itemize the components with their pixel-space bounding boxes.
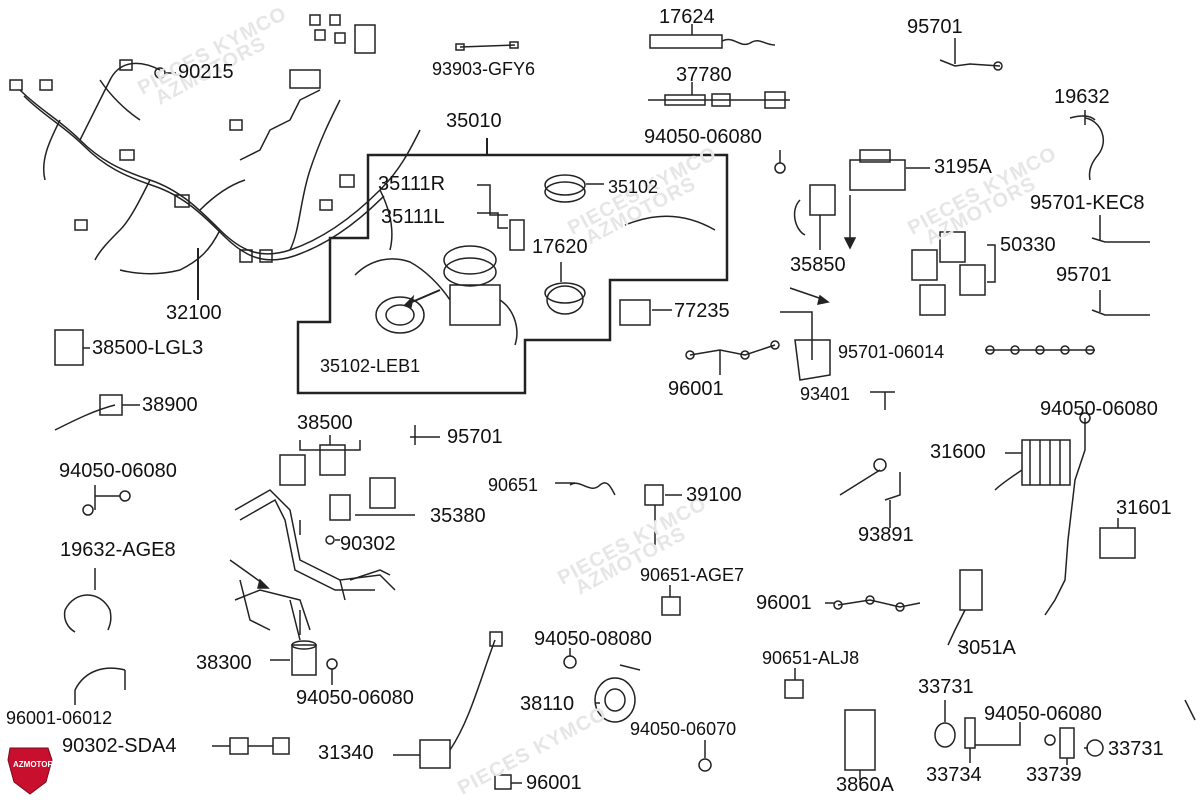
part-label-94050-06080-top: 94050-06080	[644, 126, 762, 148]
part-label-95701-kec8: 95701-KEC8	[1030, 192, 1145, 214]
part-label-37780: 37780	[676, 64, 732, 86]
part-label-35850: 35850	[790, 254, 846, 276]
assembly-outline-35010	[296, 153, 729, 395]
part-label-3860a: 3860A	[836, 774, 894, 796]
azmotors-logo	[7, 747, 53, 795]
part-label-50330: 50330	[1000, 234, 1056, 256]
part-label-38500: 38500	[297, 412, 353, 434]
part-label-35380: 35380	[430, 505, 486, 527]
part-label-33731-b: 33731	[1108, 738, 1164, 760]
part-label-96001-c: 96001	[526, 772, 582, 794]
part-label-17620: 17620	[532, 236, 588, 258]
part-label-77235: 77235	[674, 300, 730, 322]
part-label-94050-06070: 94050-06070	[630, 719, 737, 739]
part-label-95701-06014: 95701-06014	[838, 342, 945, 362]
part-label-31340: 31340	[318, 742, 374, 764]
part-label-35102: 35102	[608, 177, 659, 197]
part-label-95701-mid: 95701	[1056, 264, 1112, 286]
part-label-19632-age8: 19632-AGE8	[60, 539, 176, 561]
part-label-3195a: 3195A	[934, 156, 992, 178]
screw-row-drawing	[985, 345, 1095, 355]
ignition-switch-drawing	[354, 174, 716, 346]
part-label-95701-top: 95701	[907, 16, 963, 38]
part-label-94050-06080-left: 94050-06080	[59, 460, 177, 482]
part-label-94050-06080-right: 94050-06080	[1040, 398, 1158, 420]
part-label-32100: 32100	[166, 302, 222, 324]
part-label-90215: 90215	[178, 61, 234, 83]
part-label-35102-leb1: 35102-LEB1	[320, 356, 421, 376]
part-label-38300: 38300	[196, 652, 252, 674]
part-label-95701-left: 95701	[447, 426, 503, 448]
part-label-94050-06080-br: 94050-06080	[984, 703, 1102, 725]
part-label-90651-age7: 90651-AGE7	[640, 565, 745, 585]
part-label-33734: 33734	[926, 764, 982, 786]
part-label-38110: 38110	[520, 693, 575, 715]
part-label-35111r: 35111R	[378, 173, 446, 195]
part-label-33731-a: 33731	[918, 676, 974, 698]
part-label-90302: 90302	[340, 533, 396, 555]
part-label-38500-lgl3: 38500-LGL3	[92, 337, 204, 359]
part-label-96001-a: 96001	[668, 378, 724, 400]
part-label-35111l: 35111L	[381, 206, 445, 228]
wiring-harness-drawing	[9, 14, 421, 300]
part-label-31601: 31601	[1116, 497, 1172, 519]
part-label-90651: 90651	[488, 475, 539, 495]
part-label-3051a: 3051A	[958, 637, 1016, 659]
part-label-19632: 19632	[1054, 86, 1110, 108]
part-label-93401: 93401	[800, 384, 851, 404]
frame-bracket-drawing	[229, 489, 396, 641]
part-label-93903-gfy6: 93903-GFY6	[432, 59, 536, 79]
part-label-96001-06012: 96001-06012	[6, 708, 113, 728]
part-label-93891: 93891	[858, 524, 914, 546]
part-label-96001-b: 96001	[756, 592, 812, 614]
logo-text: AZMOTORS	[13, 760, 59, 769]
part-label-90302-sda4: 90302-SDA4	[62, 735, 177, 757]
part-label-33739: 33739	[1026, 764, 1082, 786]
part-label-94050-06080-bottom: 94050-06080	[296, 687, 414, 709]
part-label-31600: 31600	[930, 441, 986, 463]
part-label-94050-08080: 94050-08080	[534, 628, 652, 650]
part-label-90651-alj8: 90651-ALJ8	[762, 648, 860, 668]
part-label-39100: 39100	[686, 484, 742, 506]
part-label-38900: 38900	[142, 394, 198, 416]
part-label-17624: 17624	[659, 6, 715, 28]
part-label-35010: 35010	[446, 110, 502, 132]
